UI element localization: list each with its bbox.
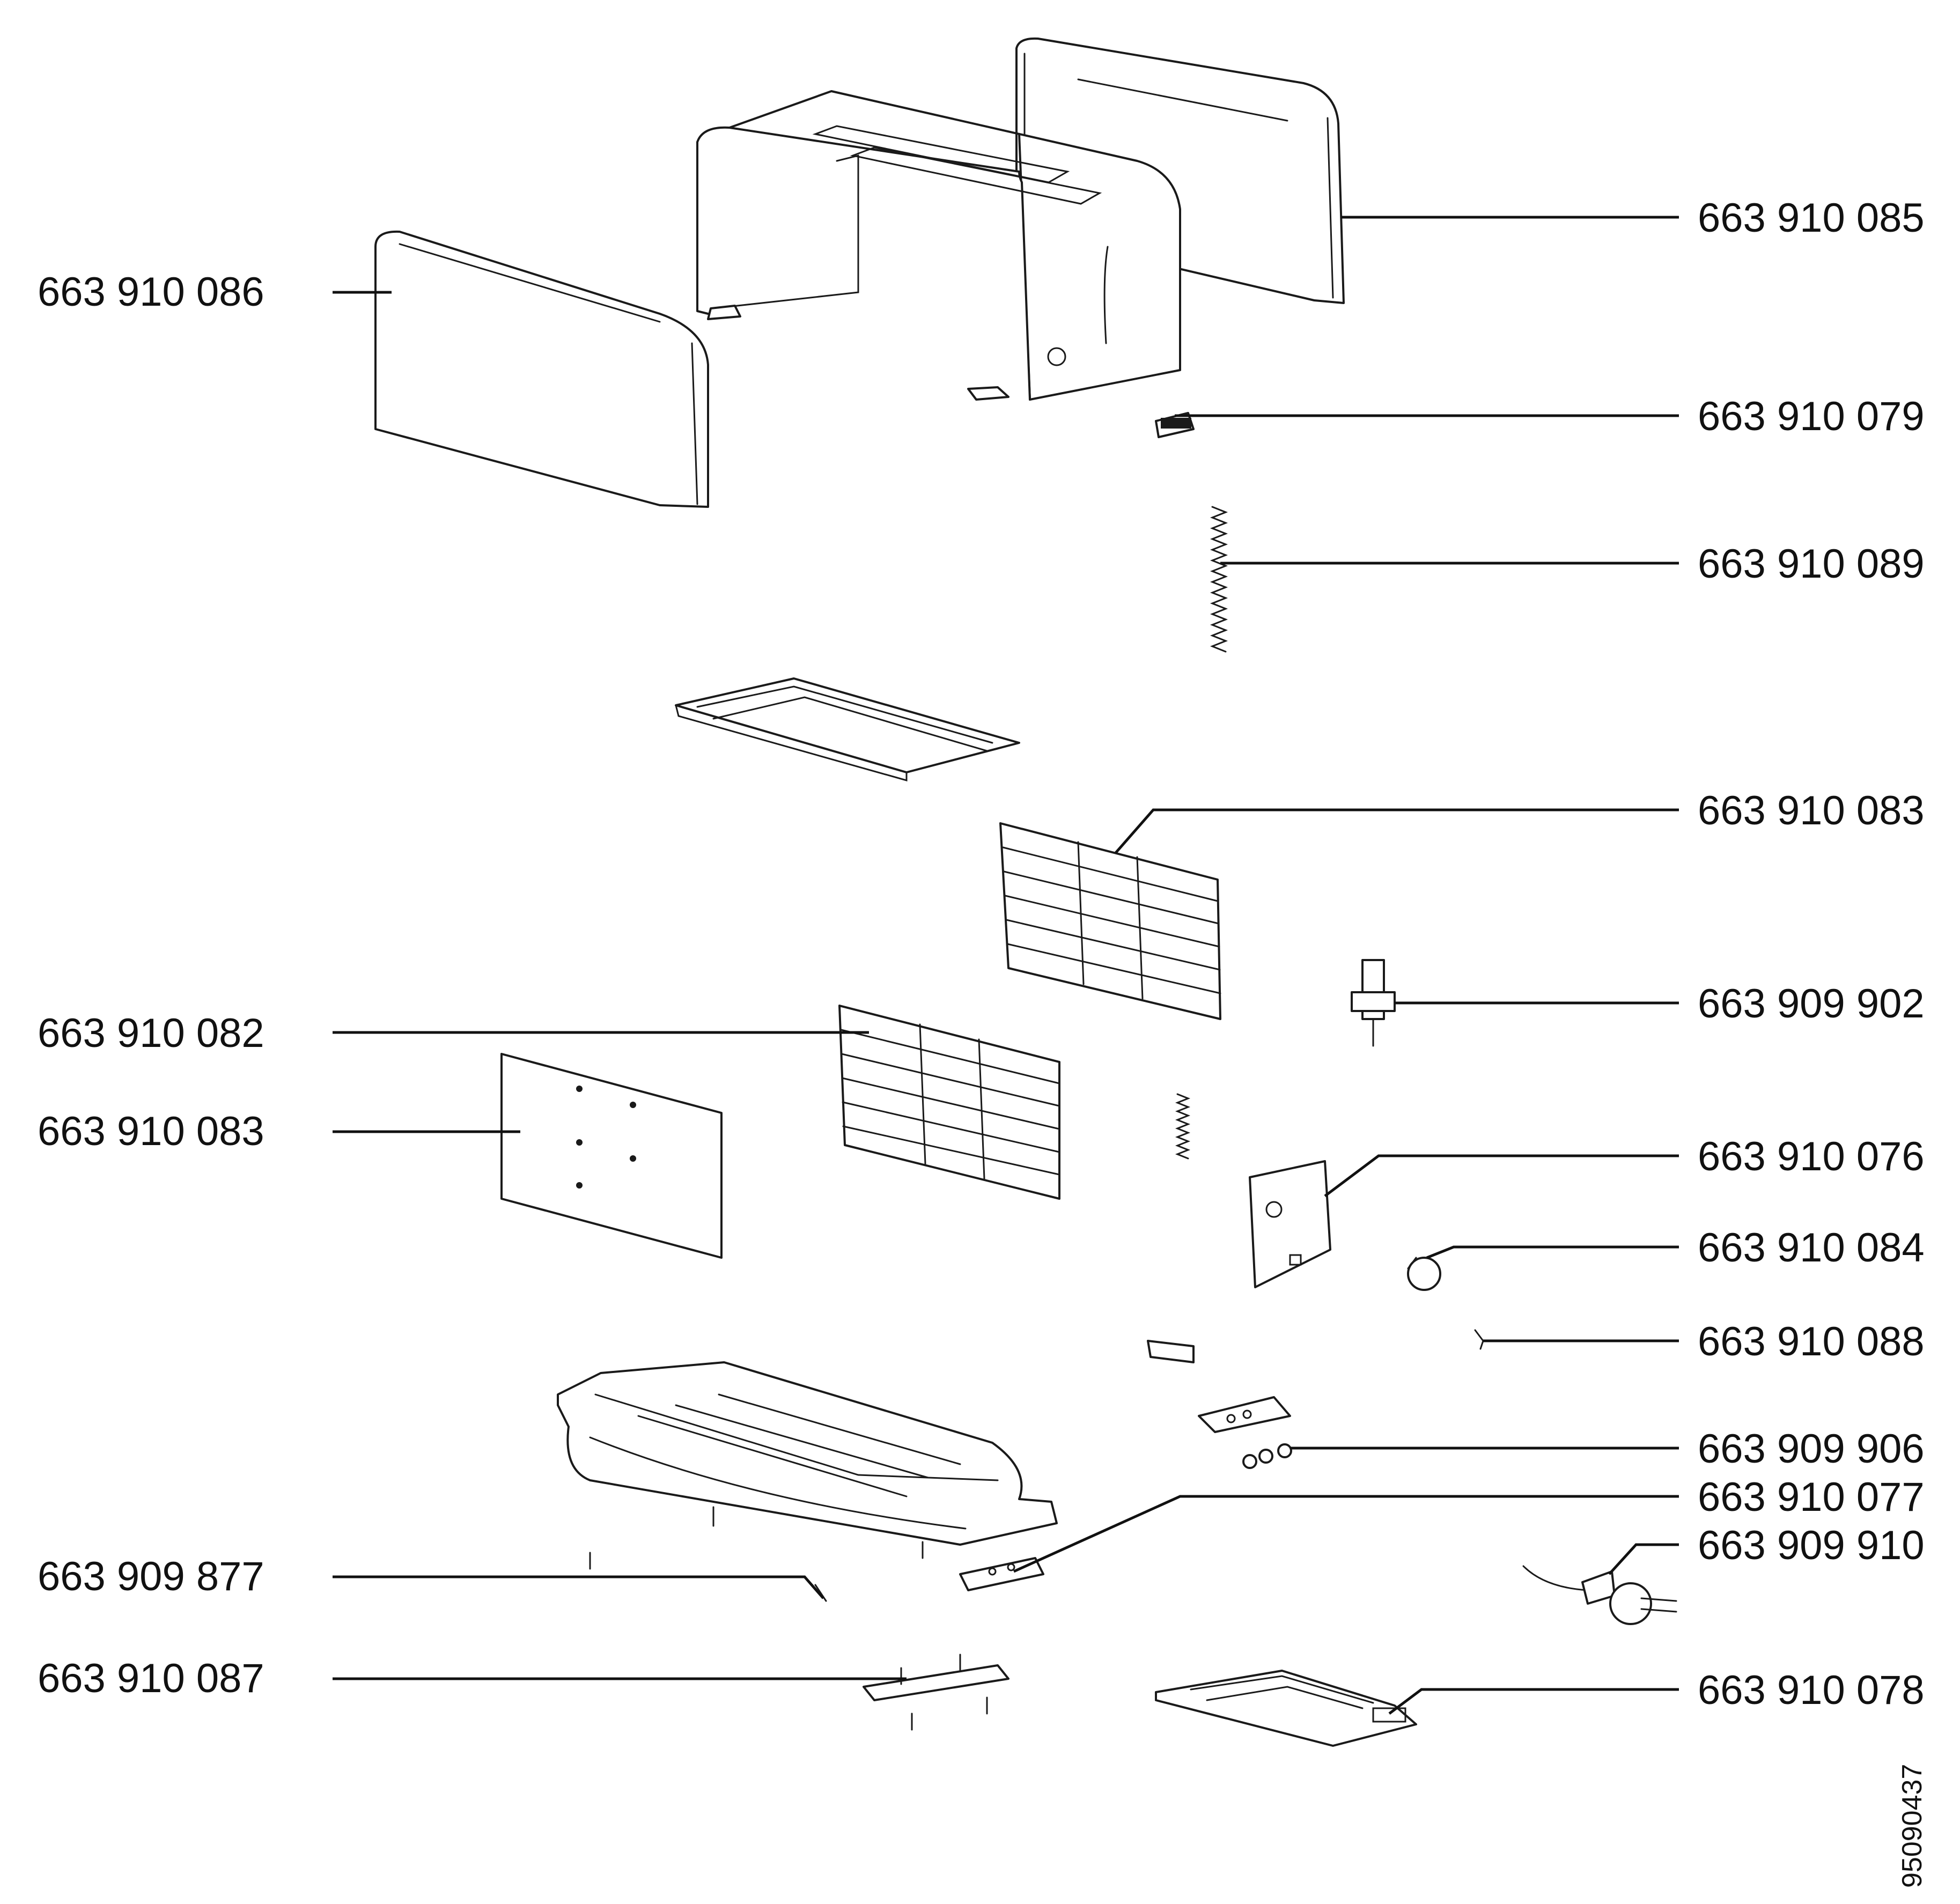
callout-rear-heating-element: 663 910 083 — [1698, 788, 1925, 833]
slider-bracket-part — [1147, 1340, 1195, 1363]
callout-crumb-tray: 663 910 078 — [1698, 1667, 1925, 1713]
callout-mains-cable: 663 909 910 — [1698, 1523, 1925, 1568]
clip-part — [1474, 1329, 1484, 1350]
callout-mica-plate: 663 910 083 — [38, 1109, 264, 1154]
callout-left-end-panel: 663 910 086 — [38, 269, 264, 315]
pcb-board-part — [1249, 1160, 1331, 1288]
crumb-tray-part — [1155, 1670, 1417, 1747]
callout-front-heating-element: 663 910 082 — [38, 1010, 264, 1056]
front-heating-element-part — [838, 1005, 1060, 1200]
cable-bracket-part — [863, 1654, 1010, 1701]
top-grid-plate-part — [675, 677, 1020, 781]
left-end-panel-part — [374, 230, 709, 508]
thermostat-part — [1351, 959, 1396, 1047]
callout-thermostat: 663 909 902 — [1698, 981, 1925, 1027]
callout-cable-bracket: 663 910 087 — [38, 1656, 264, 1701]
callout-slide-knob: 663 910 079 — [1698, 394, 1925, 439]
rear-heating-element-part — [999, 822, 1221, 1020]
feet-part — [1242, 1443, 1292, 1469]
callout-labels: 663 910 085 663 910 086 663 910 079 663 … — [38, 195, 1925, 1713]
drawing-number: 95090437 — [1897, 1764, 1928, 1888]
leader-lines — [333, 216, 1679, 1715]
housing-shell-part — [696, 90, 1181, 401]
callout-control-knob: 663 910 084 — [1698, 1225, 1925, 1271]
callout-pcb-board: 663 910 076 — [1698, 1134, 1925, 1179]
callout-terminal-block: 663 910 077 — [1698, 1474, 1925, 1520]
callout-spring: 663 910 089 — [1698, 541, 1925, 587]
small-plate-part — [1198, 1396, 1291, 1433]
small-spring-part — [1175, 1093, 1191, 1160]
spring-part — [1210, 506, 1228, 653]
callout-clip: 663 910 088 — [1698, 1319, 1925, 1364]
base-plate-part — [557, 1361, 1058, 1546]
screw-part — [589, 1506, 988, 1731]
callout-screw: 663 909 877 — [38, 1554, 264, 1599]
callout-top-right-end-panel: 663 910 085 — [1698, 195, 1925, 241]
mica-plate-part — [500, 1053, 723, 1259]
mains-cable-part — [1522, 1565, 1677, 1625]
control-knob-part — [1407, 1257, 1441, 1291]
callout-feet: 663 909 906 — [1698, 1426, 1925, 1472]
